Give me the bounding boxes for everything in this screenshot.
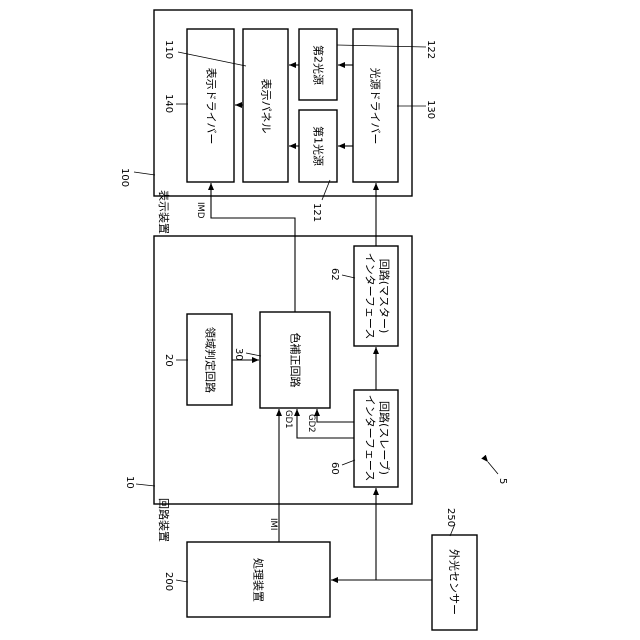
- region-judgment-label: 領域判定回路: [204, 327, 218, 393]
- ambient-light-sensor-label: 外光センサー: [448, 549, 462, 615]
- first-light-source-label: 第1光源: [312, 126, 326, 166]
- ref-region-judgment: 20: [163, 354, 174, 367]
- ref-first-light-source: 121: [311, 203, 322, 222]
- ref-processing-device-leader: [176, 580, 188, 582]
- ref-ambient-light-sensor: 250: [445, 508, 456, 527]
- ref-interface-slave: 60: [329, 462, 340, 475]
- ref-display-device-leader: [134, 172, 155, 175]
- display-panel-label: 表示パネル: [260, 79, 274, 134]
- ref-interface-master-leader: [342, 275, 355, 278]
- display-device-label: 表示装置: [157, 190, 171, 234]
- ref-circuit-device: 10: [124, 476, 135, 489]
- ref-interface-slave-leader: [342, 460, 355, 465]
- ref-display-driver: 140: [163, 94, 174, 113]
- imd-label: IMD: [195, 202, 205, 219]
- circuit-device-label: 回路装置: [157, 498, 170, 542]
- interface-master-label-1: インターフェース: [364, 253, 377, 340]
- ref-interface-master: 62: [329, 268, 340, 281]
- interface-slave-label-1: インターフェース: [364, 395, 377, 482]
- gd1-label: GD1: [283, 410, 293, 429]
- ref-light-source-driver: 130: [425, 100, 436, 119]
- ref-display-device: 100: [119, 168, 130, 187]
- ref-color-correction-leader: [246, 353, 261, 356]
- interface-master-label-2: 回路(マスター): [378, 259, 391, 334]
- imd-arrow: [211, 183, 295, 312]
- gd2-arrow: [317, 409, 354, 422]
- imi-label: IMI: [268, 518, 278, 530]
- ref-system: 5: [497, 478, 508, 484]
- processing-device-label: 処理装置: [252, 558, 265, 602]
- ref-processing-device: 200: [163, 572, 174, 591]
- second-light-source-label: 第2光源: [312, 45, 326, 85]
- gd2-label: GD2: [306, 414, 316, 433]
- ref-system-leader: [488, 462, 498, 474]
- ref-display-panel: 110: [163, 40, 174, 59]
- ref-circuit-device-leader: [136, 484, 155, 486]
- light-source-driver-label: 光源ドライバー: [369, 68, 383, 145]
- interface-slave-label-2: 回路(スレーブ): [378, 401, 392, 475]
- color-correction-label: 色補正回路: [289, 333, 303, 388]
- ref-second-light-source: 122: [425, 40, 436, 59]
- display-driver-label: 表示ドライバー: [205, 68, 219, 145]
- ref-color-correction: 30: [233, 348, 244, 361]
- ref-first-light-source-leader: [322, 180, 330, 200]
- gd1-arrow: [297, 409, 354, 438]
